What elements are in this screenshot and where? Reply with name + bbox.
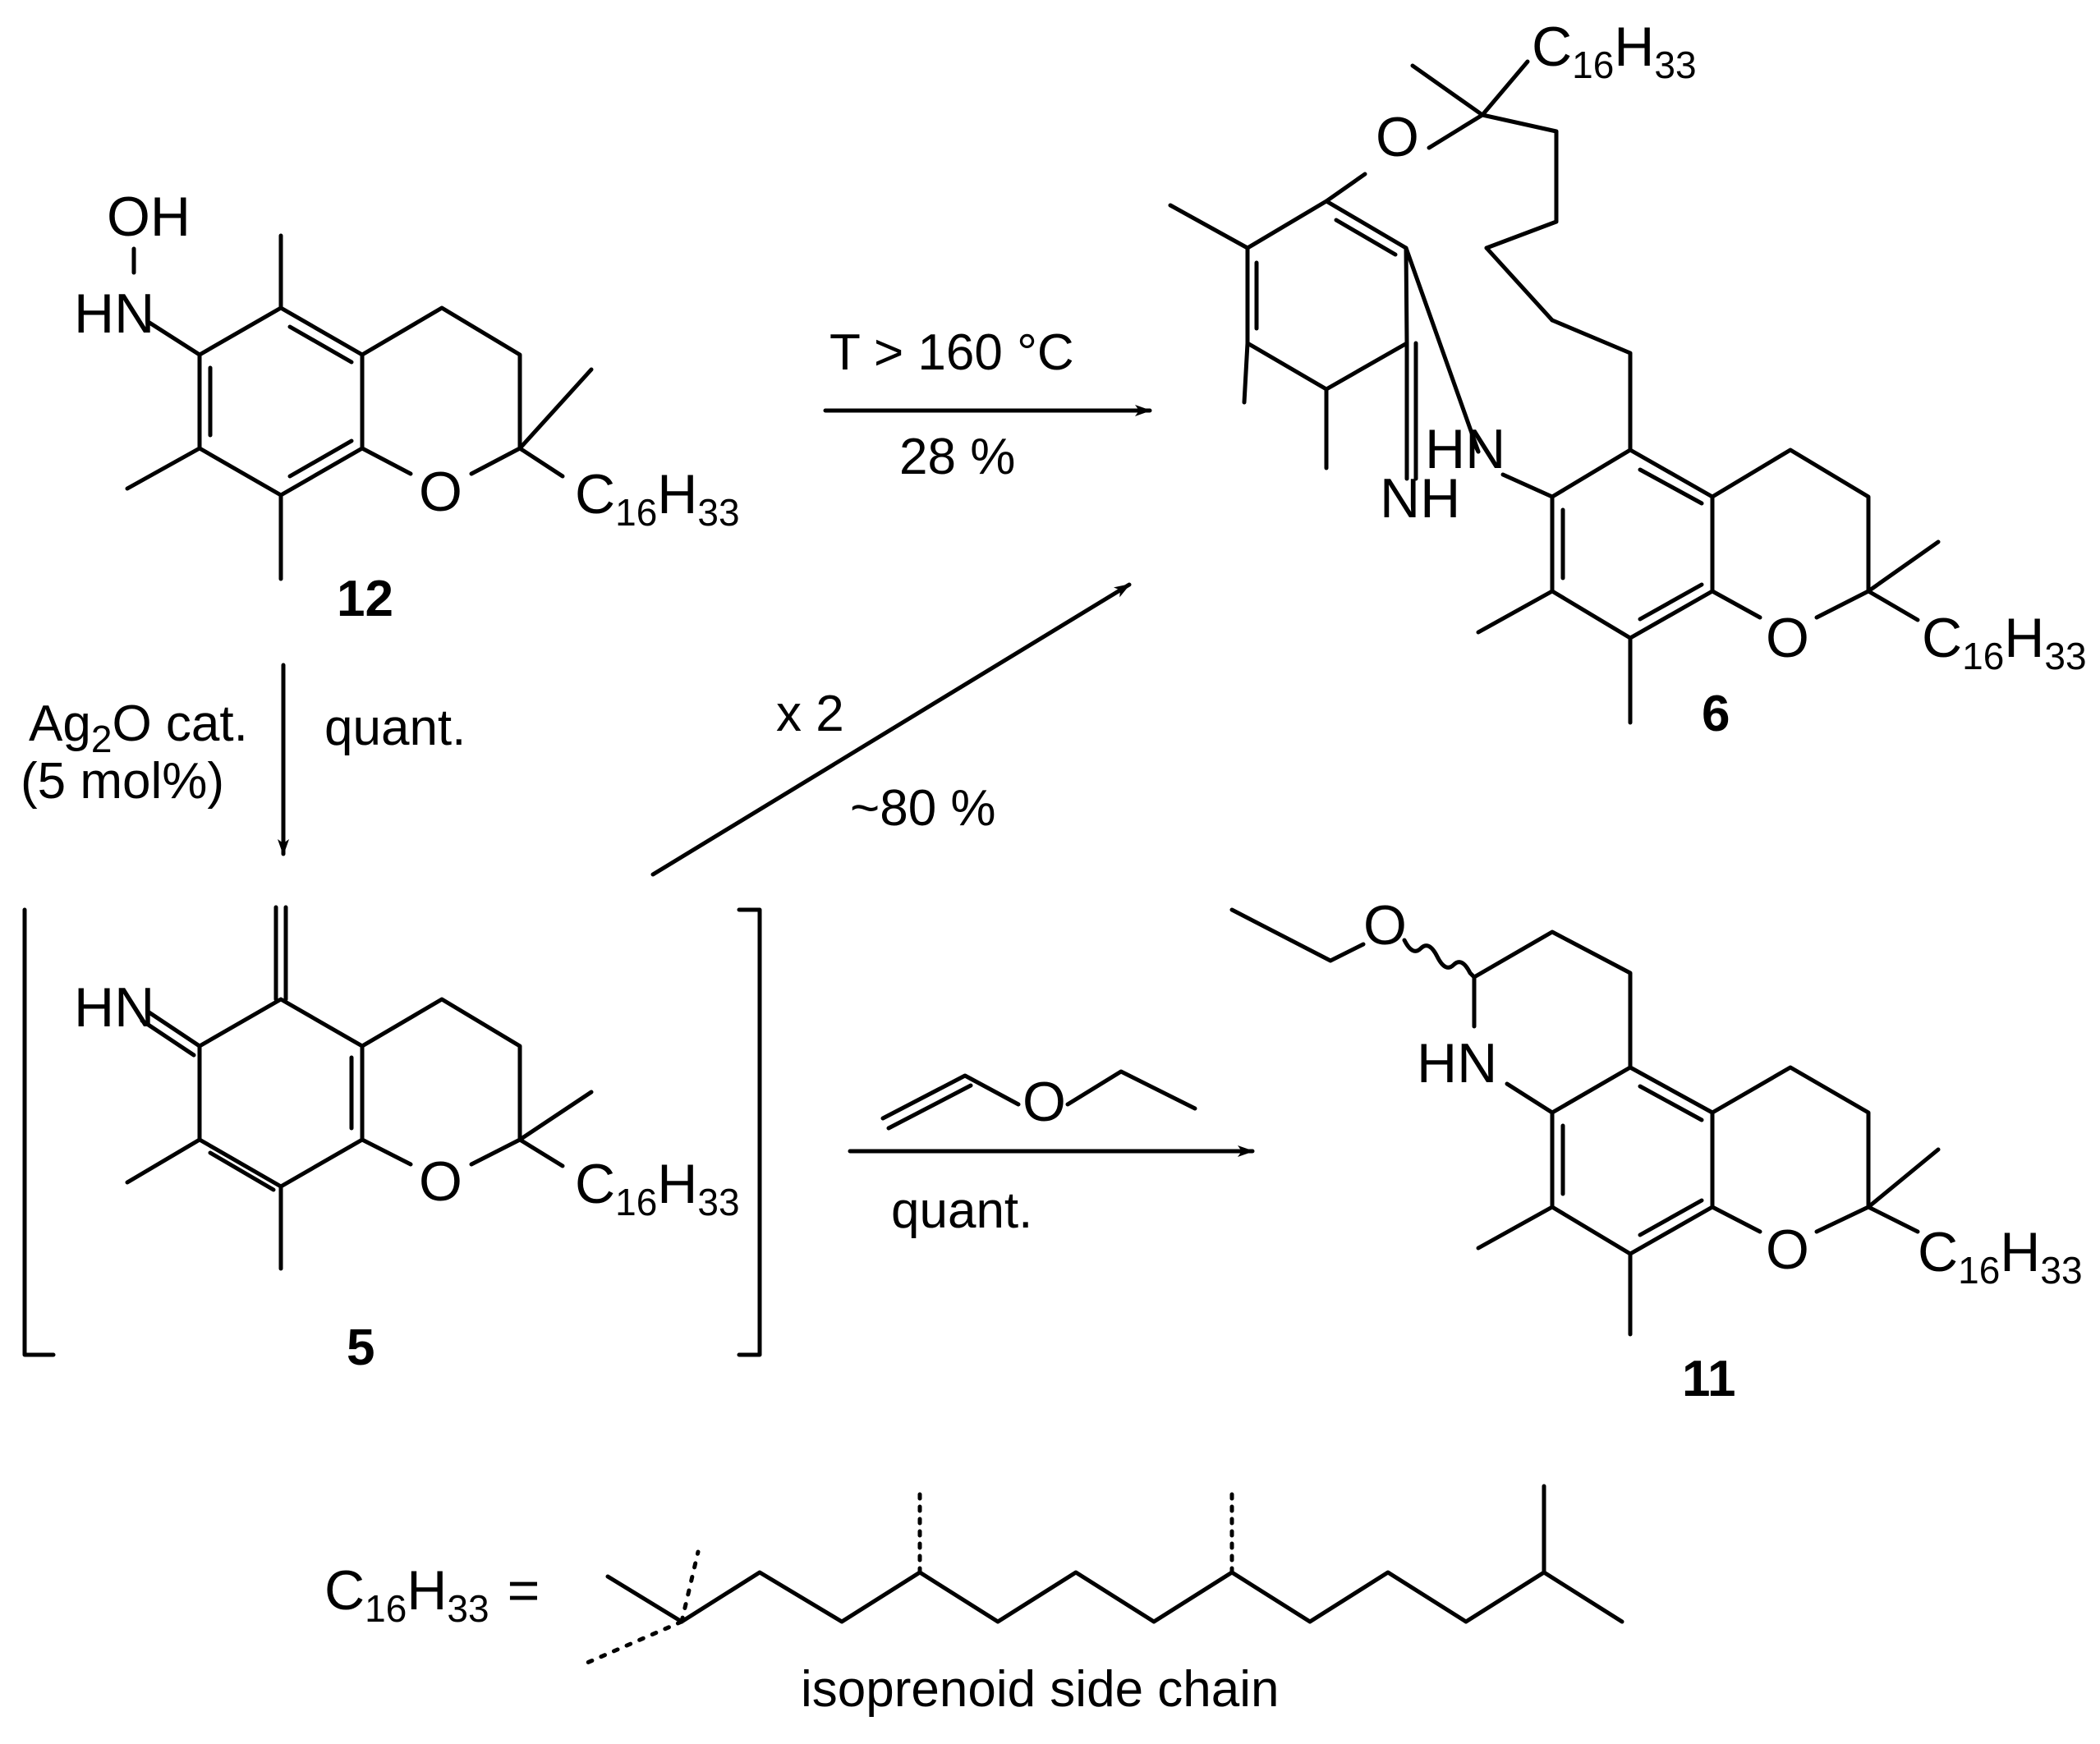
side-chain-label-12: C16H33 — [575, 463, 740, 534]
vinyl-ether-oxygen-label: O — [1022, 1071, 1066, 1133]
catalyst-loading-label: (5 mol%) — [21, 753, 224, 810]
side-chain-label-5: C16H33 — [575, 1153, 740, 1223]
side-chain-caption: isoprenoid side chain — [801, 1661, 1280, 1718]
side-chain-label-6-bottom: C16H33 — [1922, 607, 2087, 677]
ethyl-vinyl-ether-structure — [880, 1069, 1197, 1131]
dimerization-yield-label: ~80 % — [850, 780, 996, 837]
amine-hn-label-6: HN — [1425, 418, 1505, 480]
thermal-condition-label: T > 160 °C — [829, 324, 1074, 381]
ring-oxygen-label: O — [419, 461, 462, 523]
isoprenoid-chain-structure — [585, 1484, 1624, 1665]
bottom-pyran-oxygen-label: O — [1766, 607, 1809, 669]
compound-label-12: 12 — [337, 571, 393, 627]
thermal-yield-label: 28 % — [899, 429, 1015, 485]
compound-5-structure — [22, 905, 762, 1357]
hydroxyl-label: OH — [107, 186, 191, 248]
compound-label-11: 11 — [1682, 1351, 1736, 1407]
compound-label-5: 5 — [347, 1319, 375, 1376]
side-chain-label-11: C16H33 — [1918, 1221, 2083, 1292]
dimerization-arrow — [650, 582, 1132, 877]
imine-nh-label: NH — [1380, 467, 1460, 530]
ethoxy-oxygen-label: O — [1363, 894, 1407, 957]
ring-oxygen-label-5: O — [419, 1150, 462, 1213]
compound-6-structure — [1168, 59, 1941, 725]
oxidation-yield-label: quant. — [324, 700, 466, 756]
side-chain-label-6-top: C16H33 — [1532, 16, 1697, 86]
cycloaddition-yield-label: quant. — [891, 1182, 1032, 1239]
oxidant-label: Ag2O cat. — [29, 695, 248, 760]
compound-label-6: 6 — [1702, 686, 1730, 742]
compound-12-structure — [125, 233, 594, 581]
dimerization-stoichiometry-label: x 2 — [776, 686, 844, 742]
amine-hn-label-11: HN — [1417, 1032, 1497, 1095]
amine-label: HN — [74, 282, 154, 345]
side-chain-formula-label: C16H33= — [324, 1559, 540, 1630]
top-pyran-oxygen-label: O — [1376, 106, 1419, 168]
ring-oxygen-label-11: O — [1766, 1219, 1809, 1281]
imine-hn-label-5: HN — [74, 976, 154, 1039]
compound-11-structure — [1229, 907, 1941, 1337]
